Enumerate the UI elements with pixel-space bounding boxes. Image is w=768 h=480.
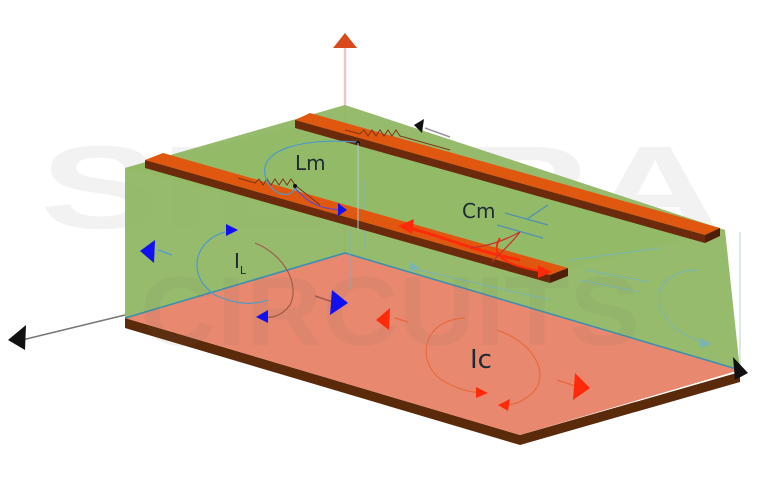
mutual-capacitance: Cm <box>462 199 549 263</box>
victim-current-arrow <box>414 119 451 138</box>
lm-label: Lm <box>295 151 326 175</box>
red-arrow-icon <box>573 373 590 400</box>
mutual-inductance: Lm <box>264 140 360 230</box>
red-arrow-icon <box>398 219 414 234</box>
red-arrow-icon <box>376 308 390 330</box>
up-arrow-icon <box>333 33 357 48</box>
x-axis <box>8 314 126 350</box>
right-arrow-icon <box>733 357 748 380</box>
blue-arrow-icon <box>330 290 348 315</box>
inductor-squiggle-icon <box>344 129 451 151</box>
y-axis <box>733 357 748 380</box>
victim-trace <box>295 113 720 243</box>
blue-arrow-icon <box>226 224 238 236</box>
capacitive-current-loop: Ic <box>376 308 590 411</box>
blue-arrow-icon <box>338 203 347 216</box>
red-arrow-icon <box>476 387 488 398</box>
field-lines <box>349 180 712 348</box>
left-arrow-icon <box>8 325 26 350</box>
inductor-squiggle-icon <box>237 177 321 206</box>
red-arrow-icon <box>498 399 510 411</box>
left-arrow-icon <box>414 119 424 133</box>
board-edge <box>125 318 740 445</box>
blue-arrow-icon <box>256 310 268 323</box>
il-label-main: I <box>234 249 240 273</box>
il-label: IL <box>234 249 247 277</box>
inductive-current-loop: IL <box>140 224 348 323</box>
aggressor-trace <box>145 153 568 283</box>
ic-label: Ic <box>470 345 492 375</box>
red-arrow-icon <box>538 265 552 278</box>
il-label-sub: L <box>240 264 247 277</box>
blue-arrow-icon <box>140 240 155 263</box>
cm-label: Cm <box>462 199 495 223</box>
